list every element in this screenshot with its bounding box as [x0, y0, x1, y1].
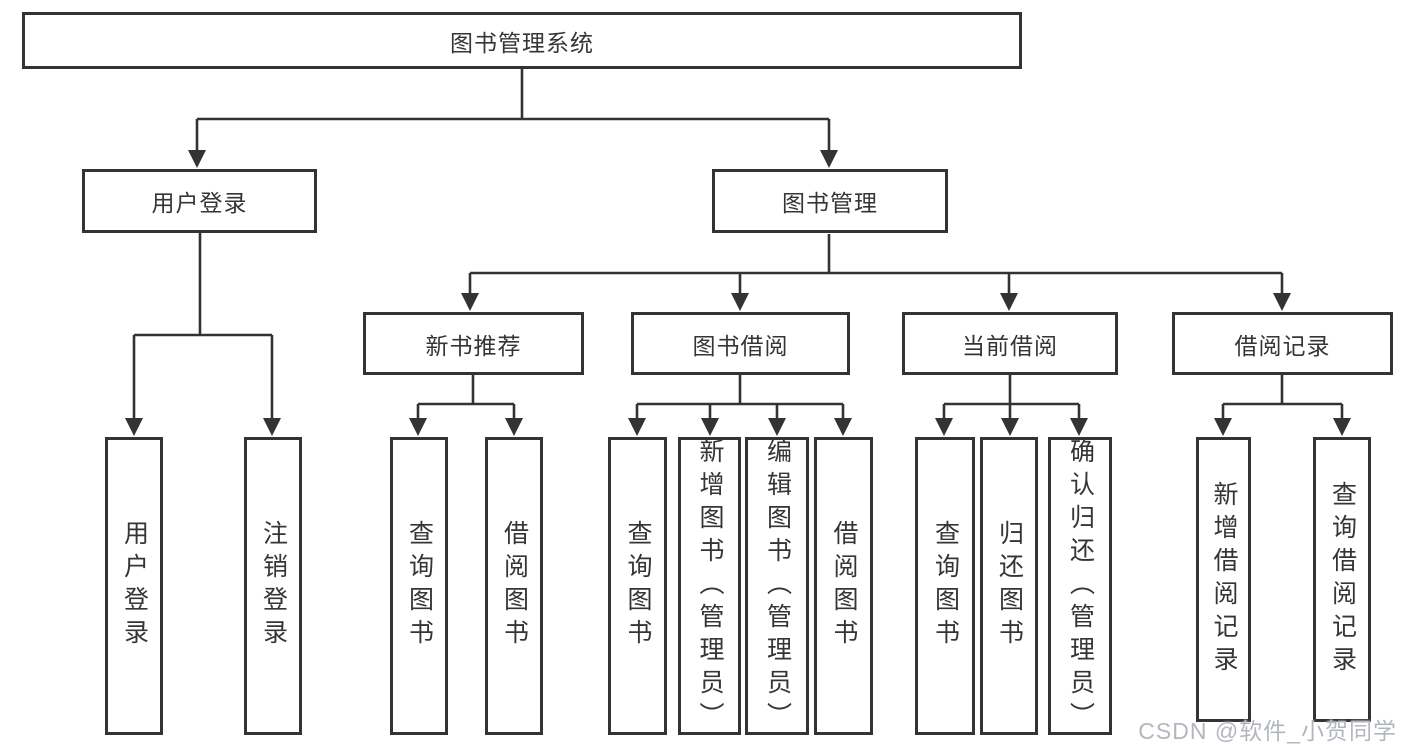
connector-root: [188, 68, 838, 168]
leaf-confirm-return-admin: 确认归还（管理员）: [1048, 437, 1112, 735]
node-book-management-label: 图书管理: [782, 190, 878, 216]
leaf-logout: 注销登录: [244, 437, 302, 735]
node-borrowing-records: 借阅记录: [1172, 312, 1393, 375]
node-new-book-recommend-label: 新书推荐: [425, 332, 522, 359]
leaf-logout-label: 注销登录: [259, 520, 288, 652]
leaf-edit-books-admin-label: 编辑图书（管理员）: [763, 437, 792, 735]
node-current-borrowing-label: 当前借阅: [962, 332, 1058, 359]
node-current-borrowing: 当前借阅: [902, 312, 1118, 375]
leaf-confirm-return-admin-label: 确认归还（管理员）: [1066, 437, 1095, 735]
leaf-edit-books-admin: 编辑图书（管理员）: [745, 437, 809, 735]
leaf-borrow-books-recommend-label: 借阅图书: [500, 520, 529, 652]
leaf-query-books-current-label: 查询图书: [931, 520, 960, 652]
node-user-login: 用户登录: [82, 169, 317, 233]
connector-book-borrowing: [628, 375, 852, 436]
node-book-borrowing-label: 图书借阅: [692, 332, 789, 359]
leaf-query-borrow-record: 查询借阅记录: [1313, 437, 1371, 722]
leaf-query-books-borrow: 查询图书: [608, 437, 667, 735]
leaf-query-books-recommend: 查询图书: [390, 437, 448, 735]
node-library-system-label: 图书管理系统: [450, 29, 594, 56]
node-library-system: 图书管理系统: [22, 12, 1022, 69]
leaf-add-borrow-record: 新增借阅记录: [1196, 437, 1251, 722]
node-user-login-label: 用户登录: [151, 190, 248, 216]
leaf-query-books-recommend-label: 查询图书: [405, 520, 434, 652]
leaf-borrow-books-recommend: 借阅图书: [485, 437, 543, 735]
leaf-add-books-admin-label: 新增图书（管理员）: [696, 437, 724, 735]
leaf-add-books-admin: 新增图书（管理员）: [678, 437, 741, 735]
leaf-borrow-books: 借阅图书: [814, 437, 873, 735]
connector-current-borrowing: [935, 375, 1088, 436]
leaf-return-books: 归还图书: [980, 437, 1038, 735]
leaf-query-borrow-record-label: 查询借阅记录: [1328, 480, 1357, 679]
node-new-book-recommend: 新书推荐: [363, 312, 584, 375]
leaf-query-books-borrow-label: 查询图书: [624, 520, 652, 652]
leaf-user-login-label: 用户登录: [120, 520, 149, 652]
connector-new-book-recommend: [409, 375, 523, 436]
leaf-borrow-books-label: 借阅图书: [830, 520, 858, 652]
leaf-add-borrow-record-label: 新增借阅记录: [1210, 480, 1238, 679]
leaf-user-login: 用户登录: [105, 437, 163, 735]
node-borrowing-records-label: 借阅记录: [1234, 332, 1331, 359]
csdn-watermark: CSDN @软件_小贺同学: [1138, 718, 1397, 744]
leaf-return-books-label: 归还图书: [995, 520, 1024, 652]
node-book-management: 图书管理: [712, 169, 948, 233]
leaf-query-books-current: 查询图书: [915, 437, 975, 735]
connector-book-management: [461, 234, 1291, 311]
connector-user-login: [125, 233, 281, 436]
connector-borrowing-records: [1214, 375, 1351, 436]
node-book-borrowing: 图书借阅: [631, 312, 850, 375]
